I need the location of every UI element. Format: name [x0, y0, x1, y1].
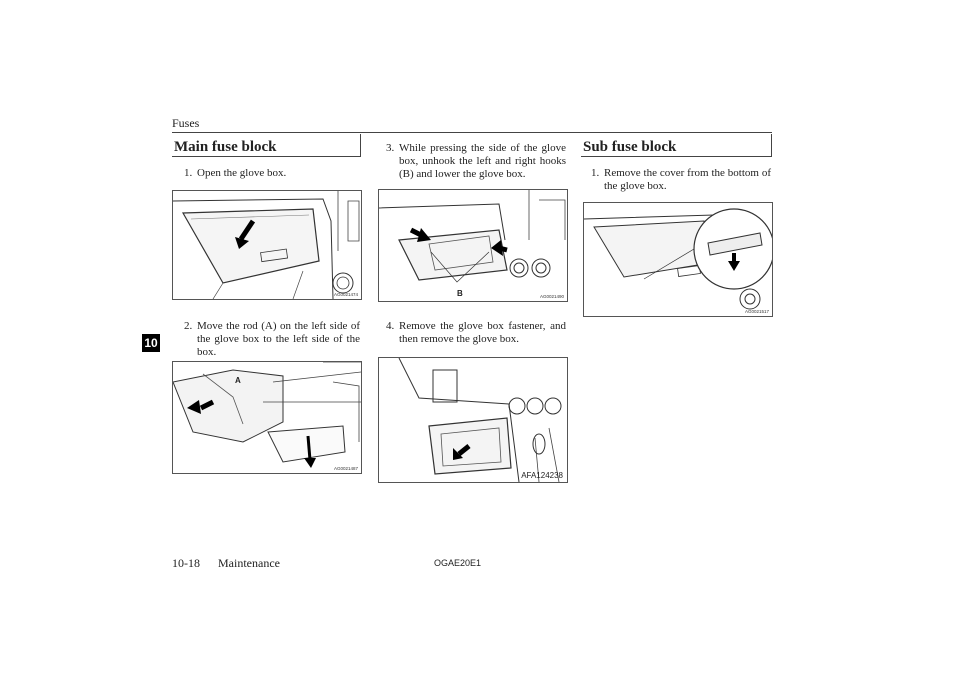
- lower-glove-box-illustration: [379, 190, 566, 283]
- step-3-main: 3. While pressing the side of the glove …: [386, 142, 566, 181]
- figure-code: AFA124238: [521, 471, 563, 480]
- figure-remove-cover: AG0021517: [583, 202, 773, 317]
- step-text: While pressing the side of the glove box…: [399, 142, 566, 180]
- cover-removal-illustration: [584, 208, 772, 310]
- glove-box-illustration: [173, 191, 360, 299]
- step-number: 1.: [591, 167, 600, 179]
- section-title-sub-fuse-block: Sub fuse block: [583, 139, 677, 155]
- running-header: Fuses: [172, 116, 200, 130]
- label-rod-a: A: [235, 376, 241, 385]
- section-title-bracket: [581, 134, 772, 157]
- step-text: Remove the glove box fastener, and then …: [399, 320, 566, 345]
- figure-open-glove-box: AG0021474: [172, 190, 362, 300]
- rod-illustration: [173, 362, 361, 468]
- step-number: 3.: [386, 142, 395, 154]
- section-title-bracket: [172, 134, 361, 157]
- figure-remove-glove-box: AFA124238: [378, 357, 568, 483]
- page-number: 10-18: [172, 556, 200, 570]
- step-text: Open the glove box.: [197, 167, 287, 179]
- figure-code: AG0021474: [333, 292, 358, 297]
- document-code: OGAE20E1: [434, 558, 482, 568]
- step-number: 4.: [386, 320, 395, 332]
- step-text: Move the rod (A) on the left side of the…: [197, 320, 360, 358]
- label-hooks-b: B: [457, 289, 463, 298]
- step-1-main: 1. Open the glove box.: [184, 167, 360, 180]
- figure-move-rod: A AG0021487: [172, 361, 362, 474]
- section-title-main-fuse-block: Main fuse block: [174, 139, 277, 155]
- step-1-sub: 1. Remove the cover from the bottom of t…: [591, 167, 771, 193]
- remove-glove-box-illustration: [398, 358, 562, 482]
- figure-code: AG0021490: [539, 294, 564, 299]
- step-text: Remove the cover from the bottom of the …: [604, 167, 771, 192]
- step-number: 2.: [184, 320, 193, 332]
- header-rule: [172, 132, 772, 133]
- figure-code: AG0021487: [333, 466, 358, 471]
- step-number: 1.: [184, 167, 193, 179]
- figure-lower-glove-box: B AG0021490: [378, 189, 568, 302]
- figure-code: AG0021517: [744, 309, 769, 314]
- chapter-tab: 10: [142, 334, 160, 352]
- step-4-main: 4. Remove the glove box fastener, and th…: [386, 320, 566, 346]
- step-2-main: 2. Move the rod (A) on the left side of …: [184, 320, 360, 359]
- footer-section: Maintenance: [218, 556, 280, 570]
